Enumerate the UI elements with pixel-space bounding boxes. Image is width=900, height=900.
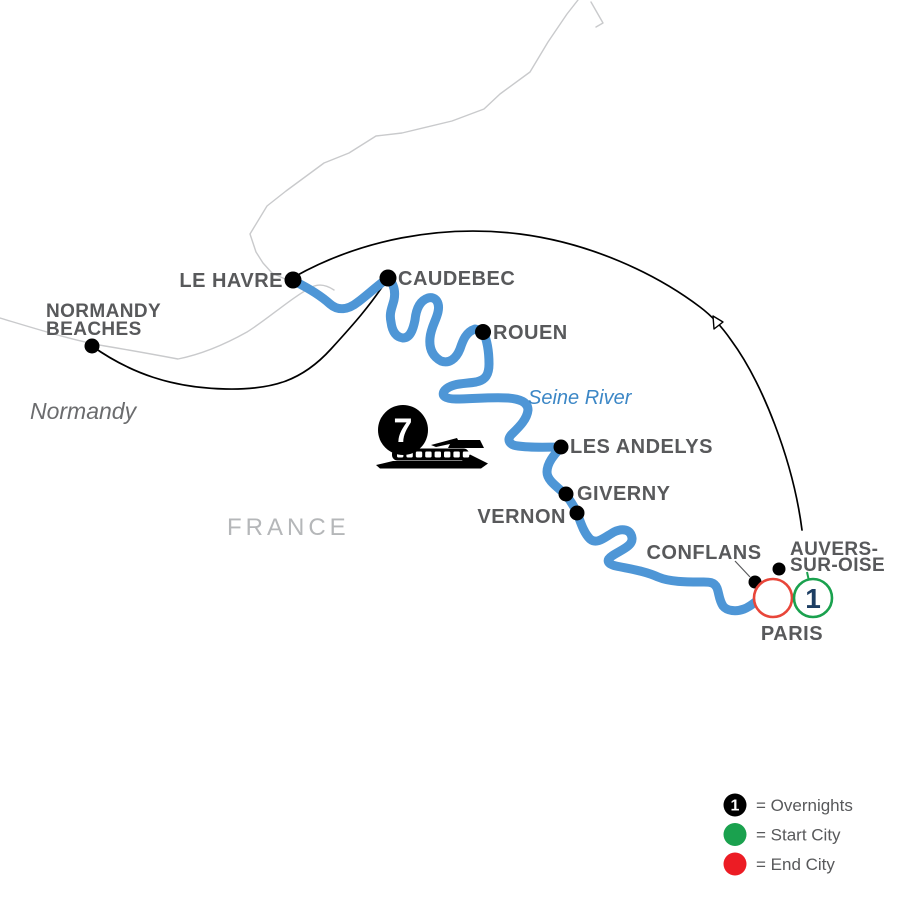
country-label-france: FRANCE [227, 514, 350, 541]
seine-river-route [291, 273, 767, 616]
city-dot-rouen [475, 324, 491, 340]
city-dot-normandy-beaches [84, 338, 100, 354]
city-label-caudebec: CAUDEBEC [398, 268, 515, 290]
legend-end-city-label: = End City [756, 855, 835, 874]
legend: 1 = Overnights = Start City = End City [723, 793, 853, 876]
city-label-paris: PARIS [761, 623, 823, 645]
direction-arrowhead-icon [712, 315, 724, 330]
city-label-conflans: CONFLANS [646, 542, 761, 564]
city-label-vernon: VERNON [477, 506, 566, 528]
city-label-normandy-beaches-line1: NORMANDY [46, 301, 161, 322]
ship-overnights-circle [378, 405, 428, 455]
legend-start-city-label: = Start City [756, 826, 841, 845]
coastline-north [249, 0, 604, 282]
city-dot-auvers-sur-oise [772, 562, 786, 576]
legend-overnights-symbol: 1 [731, 798, 740, 815]
auvers-overnights-badge: 1 [805, 583, 821, 614]
river-label-seine: Seine River [528, 387, 633, 409]
ship-overnights-count: 7 [394, 412, 413, 450]
end-city-circle-paris [752, 577, 794, 619]
start-city-circle-auvers [792, 577, 834, 619]
city-label-les-andelys: LES ANDELYS [570, 436, 713, 458]
city-dot-giverny [558, 486, 574, 502]
city-dot-vernon [569, 505, 585, 521]
transfer-arc-lehavre-auvers [293, 230, 803, 531]
legend-start-city-dot [723, 823, 747, 846]
city-label-normandy-beaches-line2: BEACHES [46, 319, 142, 340]
region-label-normandy: Normandy [30, 398, 138, 424]
city-dot-le-havre [284, 271, 302, 289]
city-dot-caudebec [379, 269, 397, 287]
ship-windows [397, 451, 470, 458]
city-label-giverny: GIVERNY [577, 483, 671, 505]
city-dot-les-andelys [553, 439, 569, 455]
legend-end-city-dot [723, 852, 747, 876]
city-label-rouen: ROUEN [493, 322, 568, 344]
city-label-auvers-line2: SUR-OISE [790, 555, 885, 576]
city-label-auvers-line1: AUVERS- [790, 539, 878, 560]
transfer-arc-normandy-beaches-caudebec [91, 277, 389, 390]
legend-overnights-label: = Overnights [756, 796, 853, 815]
legend-overnights-circle [723, 793, 747, 817]
conflans-leader-line [734, 560, 751, 578]
city-label-le-havre: LE HAVRE [179, 270, 283, 292]
